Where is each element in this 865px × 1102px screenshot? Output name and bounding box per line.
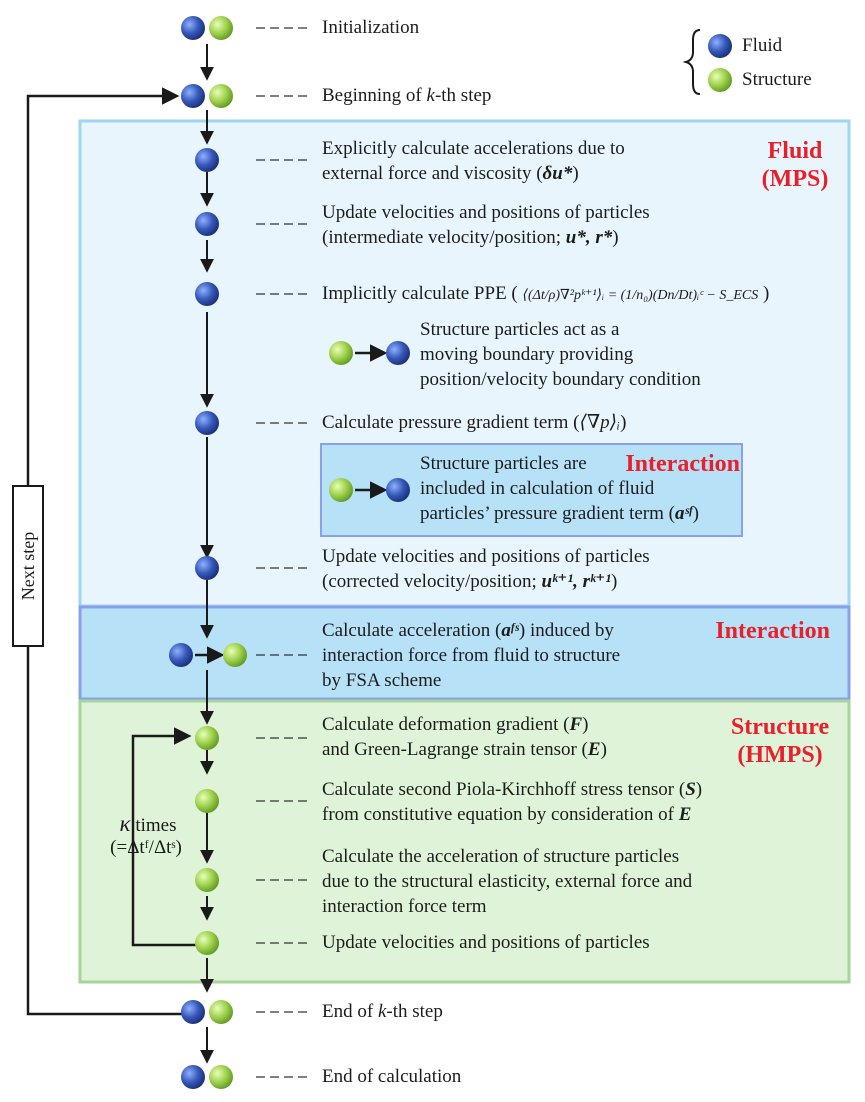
particle-fluid-fs (169, 643, 193, 667)
step-structure-deformation-line2: and Green-Lagrange strain tensor (E) (322, 739, 607, 760)
boundary-note-line3: position/velocity boundary condition (420, 369, 701, 390)
interaction-title-sf: Interaction (625, 451, 740, 477)
kappa-loop (131, 727, 196, 947)
particle-fluid-init (181, 16, 205, 40)
particle-fluid-legend (708, 34, 732, 58)
step-fluid-pressure-gradient: Calculate pressure gradient term (⟨∇p⟩ᵢ) (322, 412, 627, 433)
step-fs-line2: interaction force from fluid to structur… (322, 645, 621, 666)
legend-structure-label: Structure (742, 69, 812, 90)
step-fluid-ppe: Implicitly calculate PPE ( ⟨(Δt/ρ)∇²pᵏ⁺¹… (322, 283, 770, 304)
kappa-label: κ times (119, 811, 177, 836)
step-fluid-explicit-line2: external force and viscosity (δu*) (322, 163, 579, 184)
particle-structure-legend (708, 68, 732, 92)
step-fluid-update2-line2: (corrected velocity/position; uᵏ⁺¹, rᵏ⁺¹… (322, 571, 618, 592)
particle-fluid-step5 (195, 556, 219, 580)
step-beginning: Beginning of k-th step (322, 85, 492, 106)
particle-fluid-final (181, 1065, 205, 1089)
step-structure-stress-line1: Calculate second Piola-Kirchhoff stress … (322, 779, 703, 800)
dashed-leaders (256, 27, 312, 1078)
particle-fluid-step3 (195, 282, 219, 306)
ppe-equation: ⟨(Δt/ρ)∇²pᵏ⁺¹⟩ᵢ = (1/n₀)(Dn/Dt)ᵢᶜ − S_EC… (522, 288, 759, 303)
particle-structure-final (209, 1065, 233, 1089)
particle-fluid-step1 (195, 148, 219, 172)
particle-structure-step2 (195, 789, 219, 813)
next-step-label: Next step (18, 531, 38, 601)
particle-fluid-sf (386, 478, 410, 502)
boundary-note-line2: moving boundary providing (420, 344, 634, 365)
step-structure-accel-line2: due to the structural elasticity, extern… (322, 871, 693, 892)
particle-fluid-step4 (195, 411, 219, 435)
step-structure-stress-line2: from constitutive equation by considerat… (322, 804, 692, 825)
particle-fluid-step2 (195, 212, 219, 236)
step-fluid-update1-line2: (intermediate velocity/position; u*, r*) (322, 227, 619, 248)
step-fluid-update1-line1: Update velocities and positions of parti… (322, 202, 650, 223)
step-fluid-update2-line1: Update velocities and positions of parti… (322, 546, 650, 567)
step-fluid-explicit-line1: Explicitly calculate accelerations due t… (322, 138, 625, 159)
legend-fluid-label: Fluid (742, 35, 783, 56)
structure-region-title: Structure (730, 714, 830, 740)
particle-structure-fs (223, 643, 247, 667)
structure-region-subtitle: (HMPS) (737, 742, 823, 768)
particle-structure-end (209, 1000, 233, 1024)
sf-note-line1: Structure particles are (420, 453, 587, 474)
particles (169, 16, 732, 1089)
step-structure-accel-line3: interaction force term (322, 896, 487, 917)
fluid-region-title: Fluid (767, 138, 823, 164)
legend-brace (682, 29, 701, 95)
boundary-note-line1: Structure particles act as a (420, 319, 620, 340)
step-structure-deformation-line1: Calculate deformation gradient (F) (322, 714, 589, 735)
step-fs-line3: by FSA scheme (322, 670, 442, 691)
particle-structure-step1 (195, 726, 219, 750)
step-structure-update: Update velocities and positions of parti… (322, 932, 650, 953)
particle-structure-boundary (329, 341, 353, 365)
particle-structure-step4 (195, 931, 219, 955)
step-initialization: Initialization (322, 17, 420, 38)
particle-fluid-begin (181, 84, 205, 108)
next-step-label-box (12, 485, 44, 647)
particle-structure-step3 (195, 868, 219, 892)
particle-structure-begin (209, 84, 233, 108)
fluid-region-subtitle: (MPS) (761, 166, 829, 192)
kappa-ratio: (=Δtᶠ/Δtˢ) (110, 837, 182, 858)
step-structure-accel-line1: Calculate the acceleration of structure … (322, 846, 680, 867)
step-end-calculation: End of calculation (322, 1066, 462, 1087)
sf-note-line3: particles’ pressure gradient term (aˢᶠ) (420, 503, 699, 524)
particle-structure-sf (329, 478, 353, 502)
particle-fluid-end (181, 1000, 205, 1024)
sf-note-line2: included in calculation of fluid (420, 478, 655, 499)
step-end-k: End of k-th step (322, 1001, 443, 1022)
interaction-arrows (195, 344, 388, 664)
particle-fluid-boundary (386, 341, 410, 365)
particle-structure-init (209, 16, 233, 40)
step-fs-line1: Calculate acceleration (aᶠˢ) induced by (322, 620, 614, 641)
interaction-title-fs: Interaction (715, 618, 830, 644)
